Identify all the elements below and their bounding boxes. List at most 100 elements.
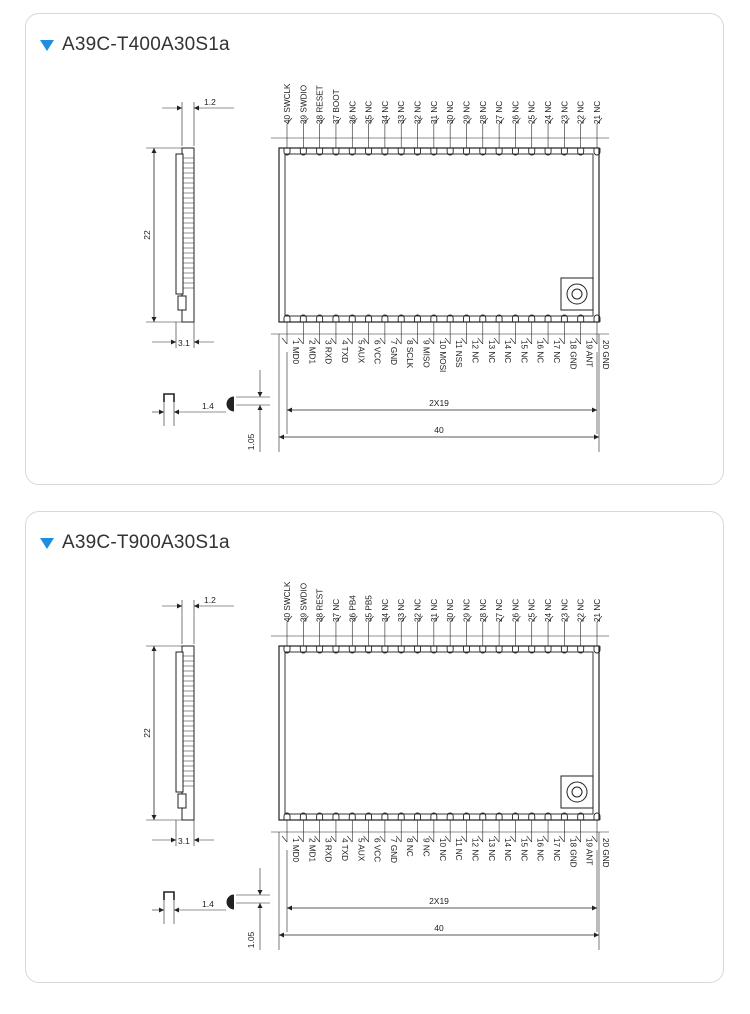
pin-leader [281,337,288,345]
pin-label: 33 NC [397,599,406,622]
pin-leader [498,117,505,125]
pad-detail-front [163,891,175,900]
pin-leader [347,835,353,843]
pin-span-label: 2X19 [429,398,449,408]
bottom-pad [316,812,324,820]
top-pad [463,148,470,156]
arrow-head [194,603,199,609]
bottom-pad [495,812,503,820]
arrow-head [279,932,284,938]
bottom-pad [283,314,291,322]
pin-leader [526,835,532,843]
pin-leader [591,835,598,843]
pin-label: 17 NC [552,340,561,363]
bottom-pad [430,812,438,820]
thickness-label: 1.2 [204,595,216,605]
pin-label: 15 NC [519,838,528,861]
bottom-pad [299,812,307,820]
bottom-pad [397,812,405,820]
arrow-head [174,409,179,415]
pin-label: 25 NC [528,101,537,124]
pin-label: 8 NC [405,838,414,857]
pin-label: 4 TXD [340,340,349,363]
bottom-pad [593,314,601,322]
antenna-connector-core [571,786,583,798]
arrow-head [177,105,182,111]
bottom-pad [463,314,470,322]
top-pad [348,148,356,156]
arrow-head [194,339,199,345]
pin-leader [352,117,358,125]
module-title: A39C-T900A30S1a [62,532,230,553]
top-pad [316,148,324,156]
pin-leader [395,337,402,345]
pad-height-label: 1.05 [246,433,256,450]
pin-leader [400,117,407,125]
pin-label: 20 GND [601,838,610,868]
pin-label: 14 NC [503,340,512,363]
pin-label: 2 MD1 [307,838,316,863]
antenna-connector-outline [560,775,594,809]
pin-leader [335,615,342,623]
pin-label: 31 NC [430,101,439,124]
pin-leader [384,117,391,125]
bottom-pad [381,812,389,820]
pin-label: 11 NC [454,838,463,861]
top-pad [299,148,307,156]
pin-leader [281,835,288,843]
pin-leader [547,615,554,623]
top-pad [397,148,405,156]
pin-leader [596,615,603,623]
bottom-pad [283,812,291,820]
bottom-pad [381,314,389,322]
pin-label: 34 NC [381,599,390,622]
module-outline [278,645,600,821]
pin-label: 23 NC [560,599,569,622]
pin-label: 40 SWCLK [283,581,292,622]
pin-label: 11 NSS [454,340,463,368]
bottom-pad [299,314,307,322]
pin-label: 28 NC [479,599,488,622]
top-pad [495,148,503,156]
pin-label: 9 MISO [422,340,431,368]
pin-leader [303,117,309,125]
top-pad [560,646,568,654]
top-pad [414,646,421,654]
top-pad [560,148,568,156]
pin-leader [433,117,440,125]
pin-label: 39 SWDIO [299,85,308,124]
pin-leader [449,615,456,623]
top-pad [332,646,340,654]
pin-leader [314,835,320,843]
pin-label: 21 NC [593,599,602,622]
pin-label: 30 NC [446,101,455,124]
top-pad [511,646,519,654]
pin-leader [368,117,374,125]
pin-leader [412,337,418,345]
top-pad [511,148,519,156]
bottom-pad [414,314,421,322]
antenna-connector-core [571,288,583,300]
bottom-pad [544,812,552,820]
pin-leader [417,117,423,125]
pin-leader [591,337,598,345]
pin-label: 1 MD0 [291,838,300,863]
bottom-pad [332,812,340,820]
pin-label: 12 NC [470,340,479,363]
bottom-pad [560,812,568,820]
pin-leader [449,117,456,125]
top-pad [446,646,454,654]
pin-leader [298,337,304,345]
pin-leader [433,615,440,623]
pin-leader [515,615,521,623]
bottom-pad [430,314,438,322]
top-pad [430,148,438,156]
arrow-head [592,407,597,413]
pin-leader [575,835,581,843]
arrow-head [194,837,199,843]
top-pad [365,148,373,156]
bottom-pad [397,314,405,322]
pin-label: 5 AUX [356,838,365,862]
pin-label: 27 NC [495,101,504,124]
